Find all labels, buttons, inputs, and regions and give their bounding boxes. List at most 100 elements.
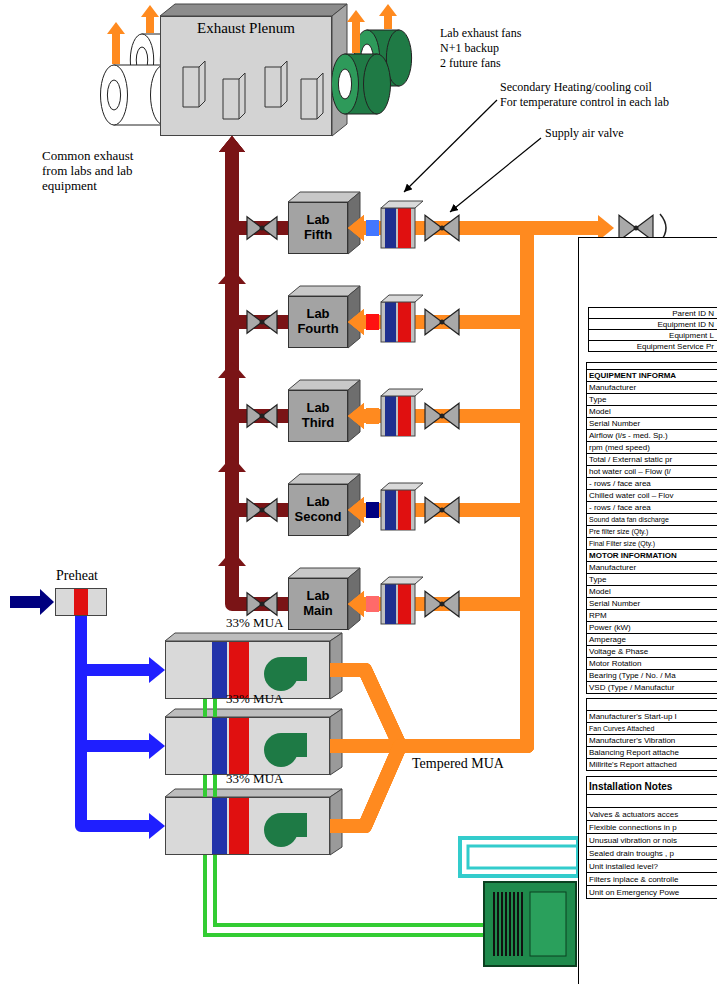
- makeup-air-unit: 33% MUA: [165, 717, 330, 775]
- table-cell: VSD (Type / Manufactur: [589, 682, 674, 694]
- supply-valve: [440, 602, 445, 607]
- cooling-coil: [212, 798, 227, 854]
- supply-fan: [281, 733, 307, 757]
- duct-connector: [330, 416, 527, 746]
- duct-connector: [330, 604, 527, 746]
- table-rule: [586, 453, 717, 454]
- callout-note: For temperature control in each lab: [500, 95, 669, 109]
- intake-arrow: [10, 596, 40, 608]
- table-rule: [586, 898, 717, 899]
- intake-arrow: [40, 589, 54, 615]
- table-rule: [586, 381, 717, 382]
- leader-line: [450, 138, 541, 212]
- chiller-grille: [521, 892, 523, 956]
- duct-connector: [330, 228, 527, 746]
- lab-name: Lab Main: [292, 589, 344, 619]
- table-rule: [586, 501, 717, 502]
- table-rule: [586, 417, 717, 418]
- table-rule: [586, 362, 717, 363]
- table-cell: Valves & actuators acces: [589, 808, 678, 821]
- secondary-coil: [385, 208, 396, 248]
- table-cell: Total / External static pr: [589, 454, 672, 466]
- chiller-grille: [501, 892, 503, 956]
- unit-interior: [56, 589, 106, 615]
- supply-valve: [425, 591, 459, 617]
- table-rule: [586, 722, 717, 723]
- lab-side: [348, 286, 360, 348]
- exhaust-fan: [107, 80, 120, 110]
- secondary-coil: [385, 302, 396, 342]
- duct-connector: [232, 152, 288, 510]
- lab-side: [348, 380, 360, 442]
- table-rule: [588, 308, 589, 352]
- table-rule: [586, 698, 717, 699]
- exhaust-arrow: [218, 550, 246, 566]
- table-rule: [586, 681, 717, 682]
- exhaust-fan: [338, 69, 351, 99]
- table-rule: [586, 441, 717, 442]
- damper: [223, 73, 245, 119]
- unit-top: [165, 633, 342, 641]
- duct-connector: [330, 510, 527, 746]
- table-rule: [586, 513, 717, 514]
- table-cell: Voltage & Phase: [589, 646, 648, 658]
- duct-connector: [330, 510, 527, 826]
- table-rule: [586, 549, 717, 550]
- table-cell: Final Filter size (Qty.): [589, 538, 655, 550]
- chiller-grille: [497, 892, 499, 956]
- table-rule: [586, 833, 717, 834]
- duct-connector: [232, 152, 288, 322]
- secondary-coil: [385, 396, 396, 436]
- table-rule: [586, 645, 717, 646]
- zone-marker: [366, 314, 379, 330]
- duct-connector: [330, 322, 527, 746]
- secondary-coil: [381, 584, 415, 624]
- table-cell: hot water coil – Flow (l/: [589, 466, 671, 478]
- secondary-coil: [381, 577, 423, 584]
- table-cell: Unit on Emergency Powe: [589, 886, 679, 899]
- table-rule: [586, 609, 717, 610]
- table-rule: [586, 369, 717, 370]
- table-cell: Type: [589, 394, 606, 406]
- table-rule: [586, 693, 717, 694]
- secondary-coil: [398, 490, 411, 530]
- table-rule: [586, 872, 717, 873]
- exhaust-valve: [247, 311, 277, 334]
- zone-marker: [366, 596, 379, 612]
- chilled-water-pipe: [460, 838, 578, 876]
- table-cell: Model: [589, 586, 611, 598]
- makeup-air-unit: 33% MUA: [165, 797, 330, 855]
- table-cell: Equipment ID N: [590, 319, 714, 330]
- table-rule: [586, 859, 717, 860]
- table-rule: [586, 776, 717, 777]
- table-rule: [586, 777, 587, 899]
- table-cell: Serial Number: [589, 418, 640, 430]
- table-cell: Manufacturer: [589, 562, 636, 574]
- table-cell: Manufacturer's Vibration: [589, 735, 675, 747]
- duct-connector: [330, 416, 527, 826]
- chiller-grille: [509, 892, 511, 956]
- table-cell: Manufacturer: [589, 382, 636, 394]
- lab-box: Lab Second: [288, 484, 348, 536]
- exhaust-fan: [364, 54, 391, 114]
- exhaust-arrow: [218, 268, 246, 284]
- table-cell: Unit installed level?: [589, 860, 658, 873]
- table-rule: [586, 770, 717, 771]
- heating-coil: [229, 798, 249, 854]
- damper: [301, 73, 323, 119]
- table-rule: [586, 734, 717, 735]
- table-rule: [586, 597, 717, 598]
- chilled-water-pipe: [468, 846, 578, 868]
- table-rule: [586, 393, 717, 394]
- callout-note: 2 future fans: [440, 56, 501, 71]
- table-heading: MOTOR INFORMATION: [589, 550, 677, 562]
- exhaust-arrow: [218, 362, 246, 378]
- table-rule: [586, 405, 717, 406]
- table-cell: Fan Curves Attached: [589, 723, 654, 735]
- chiller-grille: [493, 892, 495, 956]
- secondary-coil: [381, 208, 415, 248]
- duct-connector: [330, 228, 527, 746]
- supply-valve: [440, 320, 445, 325]
- table-rule: [586, 525, 717, 526]
- supply-valve: [440, 226, 445, 231]
